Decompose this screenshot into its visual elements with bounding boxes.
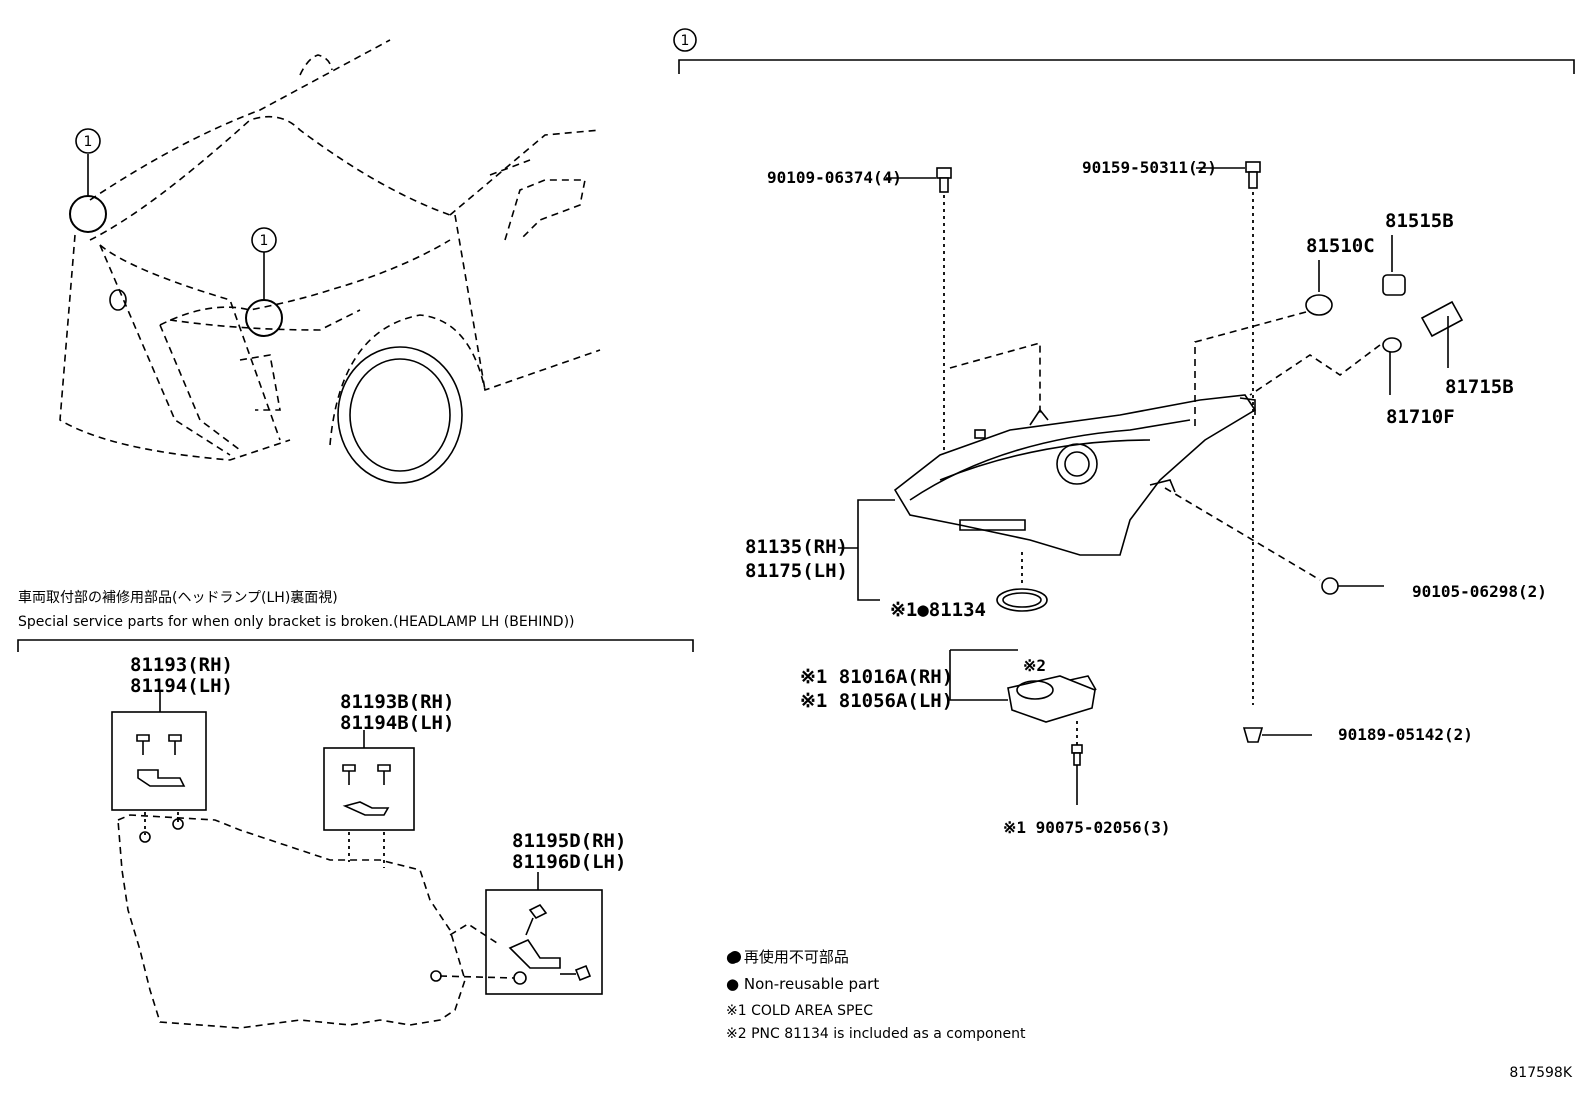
figure-id: 817598K [1509, 1065, 1572, 1081]
label-81135: 81135(RH) [745, 536, 848, 558]
vehicle-sketch: 1 1 [59, 39, 601, 484]
bracket-box-81193B [323, 730, 415, 868]
label-81016A: ※1 81016A(RH) [800, 666, 953, 688]
clip-90189 [1242, 727, 1312, 743]
label-81515B: 81515B [1385, 210, 1454, 232]
section-bracket [17, 639, 694, 652]
label-81056A: ※1 81056A(LH) [800, 690, 953, 712]
legend-en: ● Non-reusable part [726, 975, 879, 993]
label-81194: 81194(LH) [130, 675, 233, 697]
bolt-90159 [1196, 161, 1261, 705]
label-81194B: 81194B(LH) [340, 712, 454, 734]
callout-1-left: 1 [84, 134, 93, 150]
label-81715B: 81715B [1445, 376, 1514, 398]
socket-81715B [1420, 300, 1464, 368]
label-90075: ※1 90075-02056(3) [1003, 818, 1171, 837]
headlamp-assembly [893, 394, 1257, 556]
gasket-81134 [996, 552, 1048, 612]
bolt-90109 [886, 167, 952, 450]
label-90189: 90189-05142(2) [1338, 725, 1473, 744]
label-81196D: 81196D(LH) [512, 851, 626, 873]
callout-1-top: 1 [681, 33, 690, 49]
label-81134: ※1●81134 [890, 599, 986, 621]
legend-dot-icon [729, 951, 741, 963]
ballast-module [949, 649, 1097, 805]
bracket-box-81193 [111, 690, 207, 835]
label-90105: 90105-06298(2) [1412, 582, 1547, 601]
label-81710F: 81710F [1386, 406, 1455, 428]
bracket-box-81195D [439, 872, 603, 995]
screw-90105 [1164, 487, 1384, 595]
label-81510C: 81510C [1306, 235, 1375, 257]
legend-jp: ● 再使用不可部品 [726, 948, 849, 966]
bulb-81710F [1249, 337, 1402, 396]
headlamp-back [117, 814, 466, 1029]
label-81195D: 81195D(RH) [512, 830, 626, 852]
callout-1-right: 1 [260, 233, 269, 249]
label-90109: 90109-06374(4) [767, 168, 902, 187]
label-81193B: 81193B(RH) [340, 691, 454, 713]
section-title-en: Special service parts for when only brac… [18, 614, 575, 630]
label-81175: 81175(LH) [745, 560, 848, 582]
top-bracket: 1 [673, 28, 1575, 74]
label-note2-mark: ※2 [1023, 656, 1046, 675]
label-81193: 81193(RH) [130, 654, 233, 676]
label-90159: 90159-50311(2) [1082, 158, 1217, 177]
section-title-jp: 車両取付部の補修用部品(ヘッドランプ(LH)裏面視) [18, 589, 338, 606]
socket-81515B [1382, 235, 1406, 296]
legend-note1: ※1 COLD AREA SPEC [726, 1003, 873, 1019]
bulb-81510C [1194, 260, 1333, 430]
legend-note2: ※2 PNC 81134 is included as a component [726, 1026, 1026, 1042]
